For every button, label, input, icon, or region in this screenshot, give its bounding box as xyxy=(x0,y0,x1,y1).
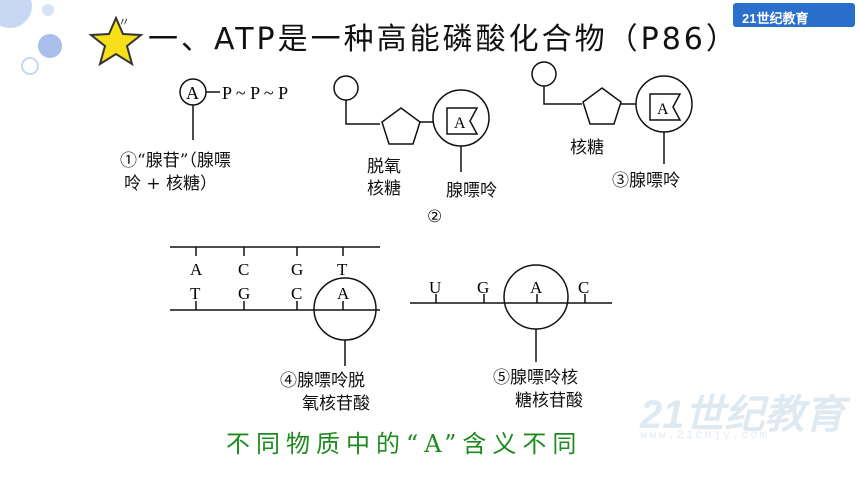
bubble-ring xyxy=(21,57,39,75)
phosphate-link-3 xyxy=(543,86,582,105)
caption-5-line2: 糖核苷酸 xyxy=(515,391,583,411)
rna-base-1: U xyxy=(429,278,441,297)
rna-ticks xyxy=(435,294,586,303)
phosphate-chain: P ~ P ~ P xyxy=(222,83,288,103)
watermark-sub: www.21cnjy.com xyxy=(640,428,769,442)
dna-top-ticks xyxy=(195,247,344,256)
sugar-label-2-line1: 脱氧 xyxy=(367,157,401,177)
base-letter-3: A xyxy=(657,101,669,118)
dna-top-base-1: A xyxy=(190,260,203,279)
diagram-rna: U G A C ⑤腺嘌呤核 糖核苷酸 xyxy=(410,264,612,411)
caption-4-line2: 氧核苷酸 xyxy=(302,394,370,414)
watermark-main: 21世纪教育 xyxy=(640,393,845,437)
diagram-ribose-nucleotide: A 核糖 ③腺嘌呤 xyxy=(531,61,693,191)
dna-bottom-ticks xyxy=(195,301,344,310)
star-icon: 〃 xyxy=(88,15,144,67)
base-letter-2: A xyxy=(454,115,466,132)
dna-bottom-base-3: C xyxy=(291,284,302,303)
dna-bottom-base-2: G xyxy=(238,284,250,303)
page-title: 一、ATP是一种高能磷酸化合物（P86） xyxy=(148,22,739,57)
brand-logo-text: 21世纪教育 xyxy=(742,11,809,26)
diagram-dna: A C G T T G C A ④腺嘌呤脱 氧核苷酸 xyxy=(170,246,380,414)
phosphate-link-2 xyxy=(345,100,380,125)
dna-bottom-base-4: A xyxy=(337,284,350,303)
caption-4-line1: ④腺嘌呤脱 xyxy=(280,371,365,391)
base-label-2: 腺嘌呤 xyxy=(446,181,497,201)
base-label-3: ③腺嘌呤 xyxy=(612,171,680,191)
dna-top-base-3: G xyxy=(291,260,303,279)
rna-highlight-circle xyxy=(503,264,569,330)
pentose-3 xyxy=(582,87,622,125)
dna-bottom-base-1: T xyxy=(190,284,201,303)
bubble-large xyxy=(0,0,32,28)
caption-5-line1: ⑤腺嘌呤核 xyxy=(493,368,578,388)
rna-base-4: C xyxy=(578,278,589,297)
decor-bubbles xyxy=(0,0,62,75)
adenine-letter: A xyxy=(186,83,199,103)
diagram-deoxy-nucleotide: A 脱氧 核糖 腺嘌呤 ② xyxy=(333,75,497,227)
base-flag-2 xyxy=(446,107,479,135)
diagram-adenosine: A P ~ P ~ P ①“腺苷”（腺嘌 呤 + 核糖） xyxy=(120,78,288,194)
pentose-2 xyxy=(381,107,421,145)
number-2: ② xyxy=(427,207,442,227)
svg-text:〃: 〃 xyxy=(118,15,130,29)
bottom-note: 不同物质中的“A”含义不同 xyxy=(226,430,583,458)
brand-badge xyxy=(733,3,855,27)
rna-base-3: A xyxy=(530,278,543,297)
bubble-medium xyxy=(38,34,62,58)
sugar-label-2-line2: 核糖 xyxy=(367,179,401,199)
bubble-small xyxy=(42,4,54,16)
phosphate-circle-2 xyxy=(333,75,359,101)
caption-1-line2: 呤 + 核糖） xyxy=(124,174,217,194)
base-flag-3 xyxy=(649,93,682,121)
rna-base-2: G xyxy=(477,278,489,297)
caption-1-line1: ①“腺苷”（腺嘌 xyxy=(120,151,231,171)
sugar-label-3: 核糖 xyxy=(570,138,604,158)
dna-top-base-4: T xyxy=(337,260,348,279)
phosphate-circle-3 xyxy=(531,61,557,87)
dna-top-base-2: C xyxy=(238,260,249,279)
